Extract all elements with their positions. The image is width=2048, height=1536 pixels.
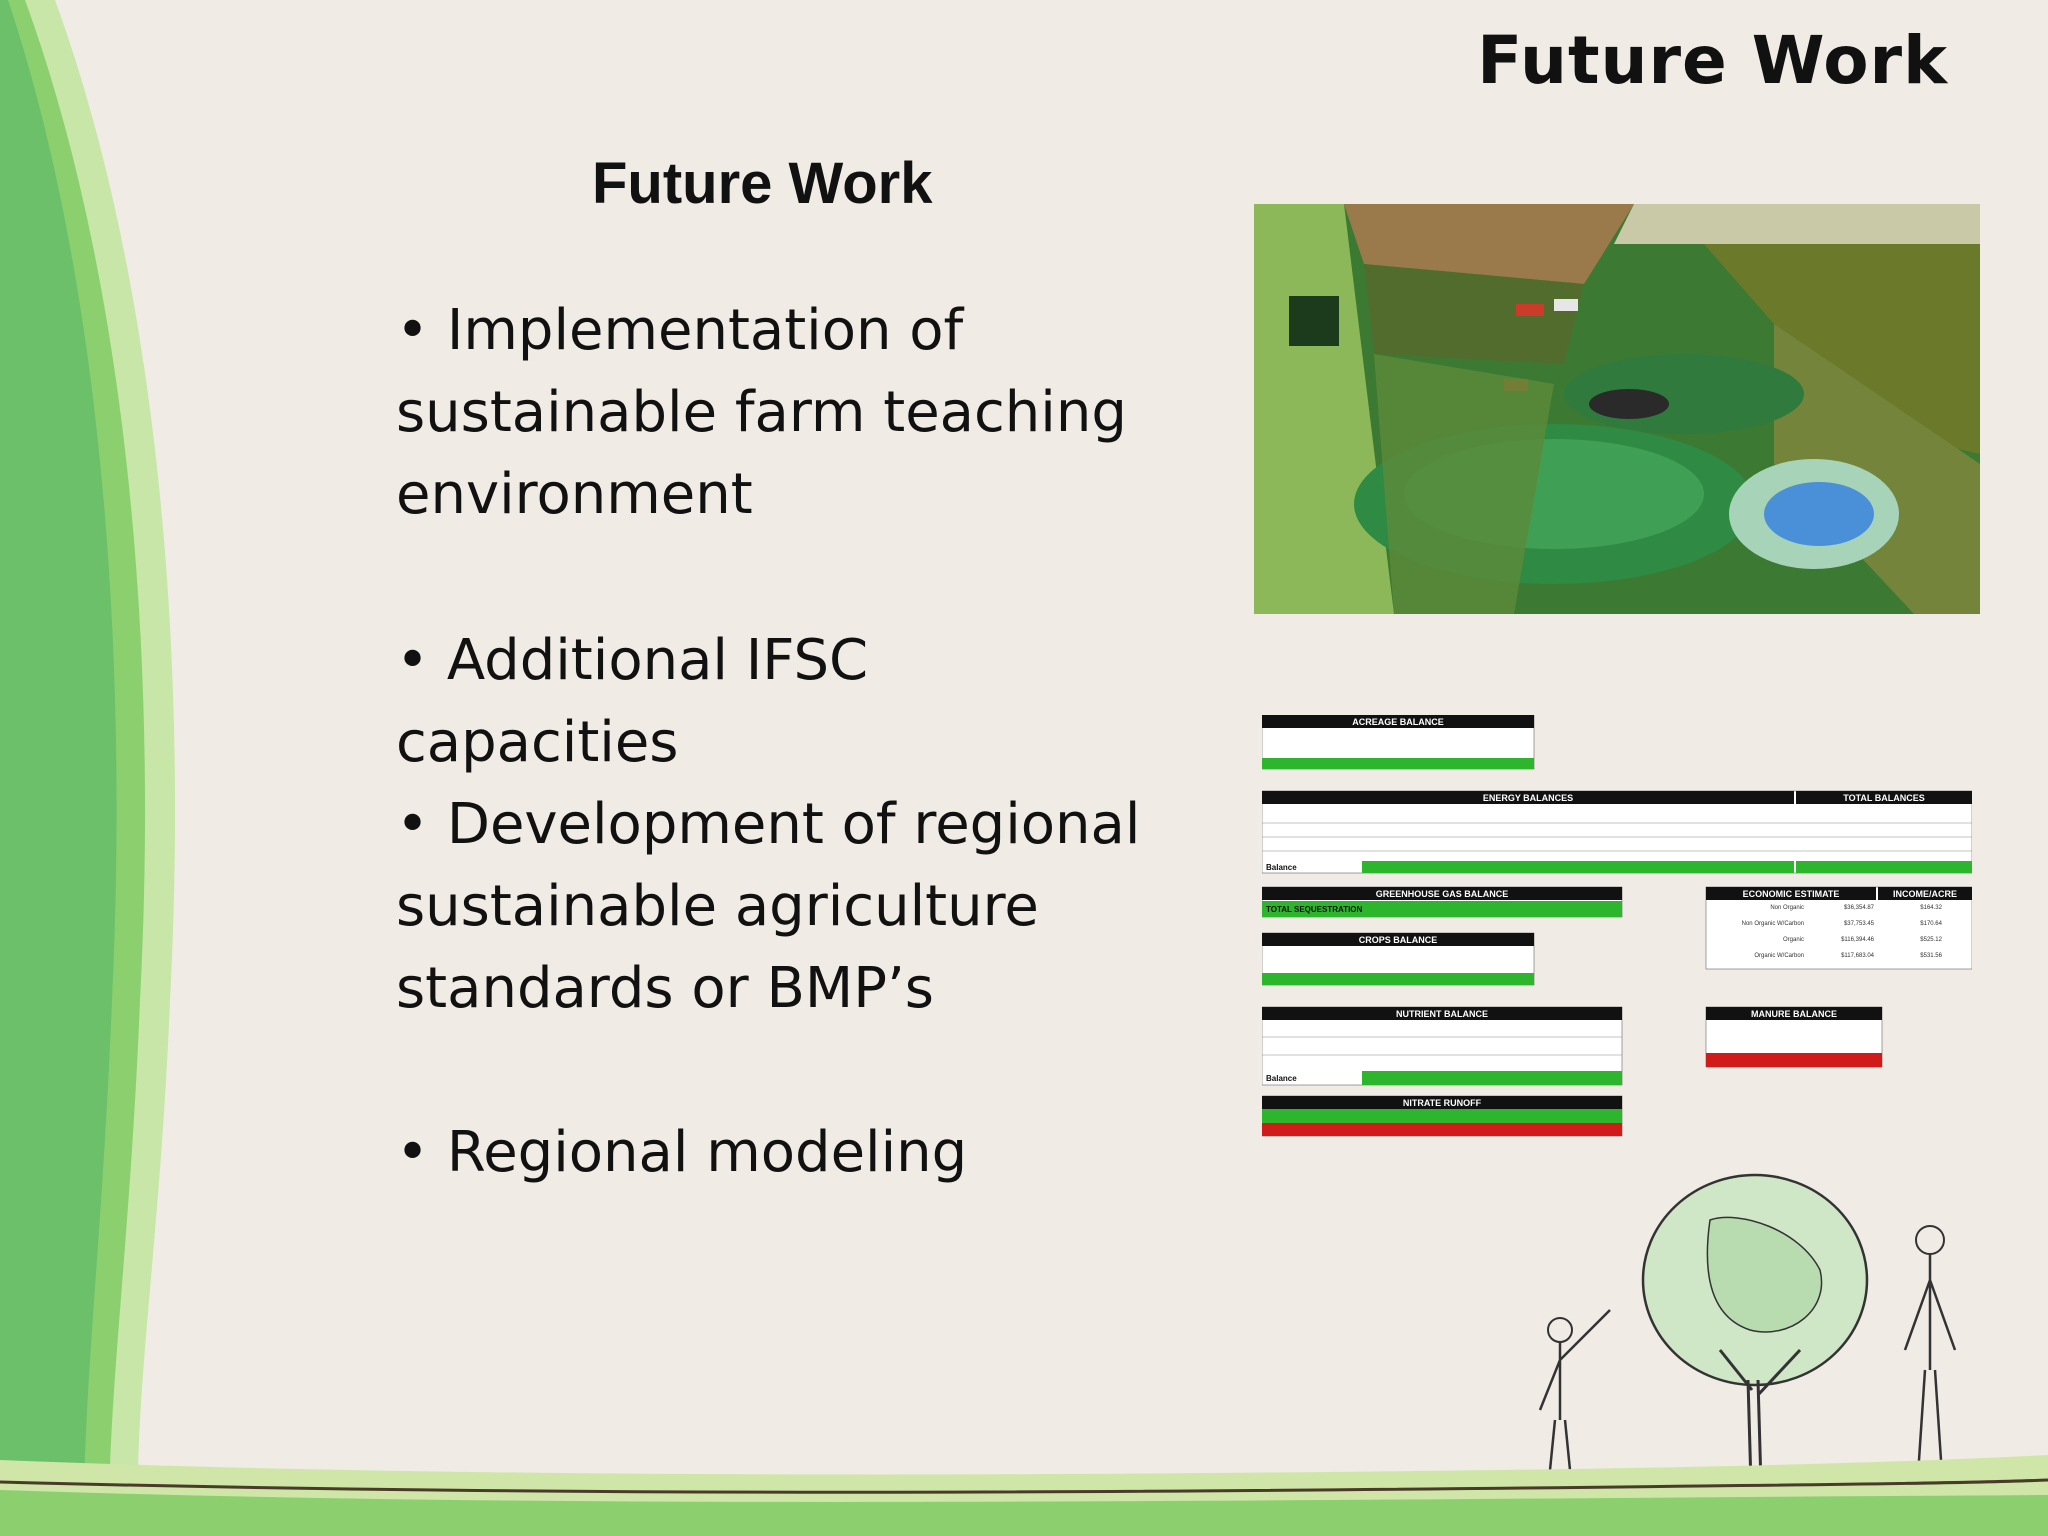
acreage-balance-header bbox=[1262, 715, 1534, 728]
bullet-line: • Regional modeling bbox=[396, 1120, 968, 1185]
economic-row-estimate: $117,683.04 bbox=[1841, 953, 1875, 959]
corner-title: Future Work bbox=[1477, 22, 1948, 99]
farm-balance-spreadsheet: ACREAGE BALANCE ENERGY BALANCES TOTAL BA… bbox=[1262, 715, 1972, 1137]
economic-row-estimate: $36,354.87 bbox=[1844, 905, 1875, 911]
acreage-balance-title: ACREAGE BALANCE bbox=[1352, 717, 1444, 727]
economic-row-estimate: $116,394.46 bbox=[1841, 937, 1875, 943]
nutrient-balance-title: NUTRIENT BALANCE bbox=[1396, 1009, 1488, 1019]
economic-row-income: $525.12 bbox=[1920, 937, 1942, 943]
income-acre-title: INCOME/ACRE bbox=[1893, 889, 1957, 899]
manure-balance-title: MANURE BALANCE bbox=[1751, 1009, 1837, 1019]
tree-and-people-sketch bbox=[1538, 1173, 1957, 1520]
left-green-swoosh bbox=[0, 0, 176, 1536]
bullet-item: • Development of regional sustainable ag… bbox=[396, 784, 1156, 1030]
energy-balance-label: Balance bbox=[1266, 863, 1297, 872]
crops-balance-title: CROPS BALANCE bbox=[1359, 935, 1438, 945]
economic-row-label: Organic bbox=[1783, 937, 1804, 943]
economic-row-label: Non Organic bbox=[1770, 905, 1804, 911]
bullet-item: • Additional IFSC capacities bbox=[396, 620, 1156, 784]
economic-row-label: Organic W/Carbon bbox=[1754, 953, 1804, 959]
bullet-item: • Implementation of sustainable farm tea… bbox=[396, 290, 1156, 536]
economic-row-income: $164.32 bbox=[1920, 905, 1942, 911]
nitrate-runoff-title: NITRATE RUNOFF bbox=[1403, 1098, 1482, 1108]
bullet-line: • Implementation of bbox=[396, 298, 964, 363]
farm-aerial-image bbox=[1254, 204, 1980, 614]
bullet-line: sustainable agriculture bbox=[396, 874, 1039, 939]
greenhouse-gas-title: GREENHOUSE GAS BALANCE bbox=[1376, 889, 1509, 899]
slide-title: Future Work bbox=[592, 151, 933, 216]
bullet-line: sustainable farm teaching bbox=[396, 380, 1127, 445]
economic-estimate-title: ECONOMIC ESTIMATE bbox=[1743, 889, 1840, 899]
economic-row-income: $170.64 bbox=[1920, 921, 1942, 927]
total-balances-title: TOTAL BALANCES bbox=[1843, 793, 1925, 803]
total-sequestration-label: TOTAL SEQUESTRATION bbox=[1266, 905, 1363, 914]
economic-row-estimate: $37,753.45 bbox=[1844, 921, 1875, 927]
grass-ground-strip bbox=[0, 1455, 2048, 1536]
bullet-item: • Regional modeling bbox=[396, 1112, 1156, 1194]
bullet-line: environment bbox=[396, 462, 753, 527]
bullet-line: standards or BMP’s bbox=[396, 956, 934, 1021]
economic-row-label: Non Organic W/Carbon bbox=[1742, 921, 1804, 927]
economic-row-income: $531.56 bbox=[1920, 953, 1942, 959]
bullet-line: • Development of regional bbox=[396, 792, 1141, 857]
bullet-line: • Additional IFSC capacities bbox=[396, 628, 869, 775]
energy-balances-title: ENERGY BALANCES bbox=[1483, 793, 1573, 803]
nutrient-balance-label: Balance bbox=[1266, 1074, 1297, 1083]
